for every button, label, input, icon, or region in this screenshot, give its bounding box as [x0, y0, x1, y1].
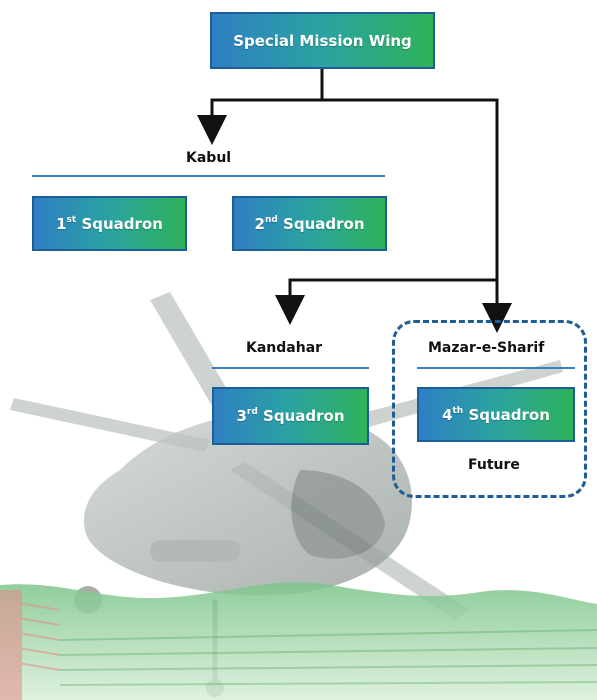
squadron-box-3: 3rd Squadron — [212, 387, 369, 445]
mazar-divider — [417, 367, 575, 369]
location-label-mazar-e-sharif: Mazar-e-Sharif — [428, 340, 545, 356]
connector-to-kabul — [197, 68, 324, 145]
kandahar-divider — [212, 367, 369, 369]
future-group-dashed-frame — [392, 320, 587, 498]
location-label-kabul: Kabul — [186, 150, 232, 166]
green-hills — [0, 582, 597, 700]
future-status-label: Future — [468, 457, 520, 473]
kabul-divider — [32, 175, 385, 177]
root-label: Special Mission Wing — [233, 31, 412, 50]
squadron-box-2: 2nd Squadron — [232, 196, 387, 251]
red-stripes — [0, 590, 61, 700]
location-label-kandahar: Kandahar — [246, 340, 323, 356]
squadron-box-4: 4th Squadron — [417, 387, 575, 442]
special-mission-wing-box: Special Mission Wing — [210, 12, 435, 69]
squadron-box-1: 1st Squadron — [32, 196, 187, 251]
green-streaks — [59, 629, 597, 686]
connector-main-trunk — [322, 98, 499, 280]
connector-to-kandahar — [275, 278, 497, 325]
